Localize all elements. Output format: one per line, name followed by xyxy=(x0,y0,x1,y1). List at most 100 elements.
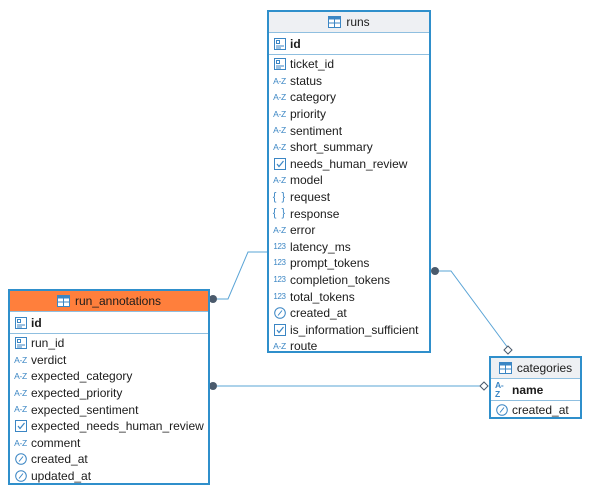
number-type-icon: 123 xyxy=(273,291,286,301)
column-row[interactable]: run_id xyxy=(10,335,208,352)
column-name: category xyxy=(290,90,337,105)
column-name: expected_sentiment xyxy=(31,402,139,417)
column-row[interactable]: needs_human_review xyxy=(269,156,429,173)
text-type-icon: A-Z xyxy=(273,108,286,119)
column-list: created_at xyxy=(491,401,580,419)
column-name: expected_priority xyxy=(31,386,123,401)
table-header[interactable]: run_annotations xyxy=(10,291,208,312)
column-name: model xyxy=(290,173,323,188)
column-name: id xyxy=(31,315,42,330)
column-name: priority xyxy=(290,107,327,122)
table-name: runs xyxy=(346,15,370,29)
table-header[interactable]: categories xyxy=(491,358,580,379)
column-name: ticket_id xyxy=(290,57,335,72)
key-column-icon xyxy=(14,337,27,350)
clock-type-icon xyxy=(14,453,27,466)
column-row[interactable]: A-Z expected_priority xyxy=(10,385,208,402)
column-row[interactable]: A-Z model xyxy=(269,172,429,189)
column-row[interactable]: A-Z route xyxy=(269,338,429,355)
column-name: latency_ms xyxy=(290,239,351,254)
key-column-icon xyxy=(273,58,286,71)
column-row[interactable]: A-Z verdict xyxy=(10,352,208,369)
column-name: status xyxy=(290,73,323,88)
primary-key-row[interactable]: id xyxy=(10,312,208,334)
column-name: short_summary xyxy=(290,140,373,155)
text-type-icon: A-Z xyxy=(495,380,504,399)
column-name: id xyxy=(290,36,301,51)
relation-runs-to-categories[interactable] xyxy=(435,270,509,349)
text-type-icon: A-Z xyxy=(273,224,286,235)
column-name: updated_at xyxy=(31,469,92,484)
column-row[interactable]: A-Z priority xyxy=(269,106,429,123)
number-type-icon: 123 xyxy=(273,241,286,251)
key-column-icon xyxy=(14,316,27,329)
column-row[interactable]: is_information_sufficient xyxy=(269,322,429,339)
column-name: completion_tokens xyxy=(290,273,391,288)
column-row[interactable]: A-Z error xyxy=(269,222,429,239)
checkbox-type-icon xyxy=(14,420,27,433)
text-type-icon: A-Z xyxy=(273,92,286,103)
text-type-icon: A-Z xyxy=(273,75,286,86)
column-name: created_at xyxy=(512,403,569,418)
column-row[interactable]: { }response xyxy=(269,205,429,222)
text-type-icon: A-Z xyxy=(14,437,27,448)
primary-key-row[interactable]: A-Z name xyxy=(491,379,580,401)
column-name: verdict xyxy=(31,352,67,367)
column-row[interactable]: created_at xyxy=(269,305,429,322)
column-name: total_tokens xyxy=(290,289,355,304)
column-row[interactable]: A-Z category xyxy=(269,89,429,106)
column-name: created_at xyxy=(31,452,88,467)
text-type-icon: A-Z xyxy=(14,371,27,382)
column-name: route xyxy=(290,339,318,354)
relation-end-dot xyxy=(431,267,439,275)
relation-end-diamond xyxy=(479,381,489,391)
column-name: error xyxy=(290,223,316,238)
column-row[interactable]: { }request xyxy=(269,189,429,206)
column-name: response xyxy=(290,206,340,221)
table-icon xyxy=(328,16,342,28)
relation-end-dot xyxy=(209,382,217,390)
text-type-icon: A-Z xyxy=(14,387,27,398)
clock-type-icon xyxy=(273,307,286,320)
primary-key-row[interactable]: id xyxy=(269,33,429,55)
column-row[interactable]: 123 total_tokens xyxy=(269,288,429,305)
text-type-icon: A-Z xyxy=(273,175,286,186)
relation-end-diamond xyxy=(503,345,513,355)
table-icon xyxy=(498,362,512,374)
number-type-icon: 123 xyxy=(273,275,286,285)
text-type-icon: A-Z xyxy=(14,354,27,365)
column-row[interactable]: ticket_id xyxy=(269,56,429,73)
column-row[interactable]: 123 latency_ms xyxy=(269,239,429,256)
column-name: run_id xyxy=(31,336,65,351)
checkbox-type-icon xyxy=(273,323,286,336)
text-type-icon: A-Z xyxy=(273,341,286,352)
column-row[interactable]: expected_needs_human_review xyxy=(10,418,208,435)
table-header[interactable]: runs xyxy=(269,12,429,33)
relation-end-dot xyxy=(209,295,217,303)
column-row[interactable]: A-Z short_summary xyxy=(269,139,429,156)
checkbox-type-icon xyxy=(273,157,286,170)
column-name: name xyxy=(512,382,544,397)
json-type-icon: { } xyxy=(272,190,287,203)
clock-type-icon xyxy=(14,470,27,483)
column-row[interactable]: updated_at xyxy=(10,468,208,485)
column-name: prompt_tokens xyxy=(290,256,370,271)
column-row[interactable]: created_at xyxy=(10,451,208,468)
text-type-icon: A-Z xyxy=(14,404,27,415)
column-name: is_information_sufficient xyxy=(290,322,419,337)
column-row[interactable]: 123 completion_tokens xyxy=(269,272,429,289)
column-row[interactable]: A-Z status xyxy=(269,73,429,90)
column-row[interactable]: created_at xyxy=(491,402,580,419)
relation-run-annotations-to-runs[interactable] xyxy=(213,251,268,300)
column-row[interactable]: A-Z expected_sentiment xyxy=(10,401,208,418)
text-type-icon: A-Z xyxy=(273,142,286,153)
